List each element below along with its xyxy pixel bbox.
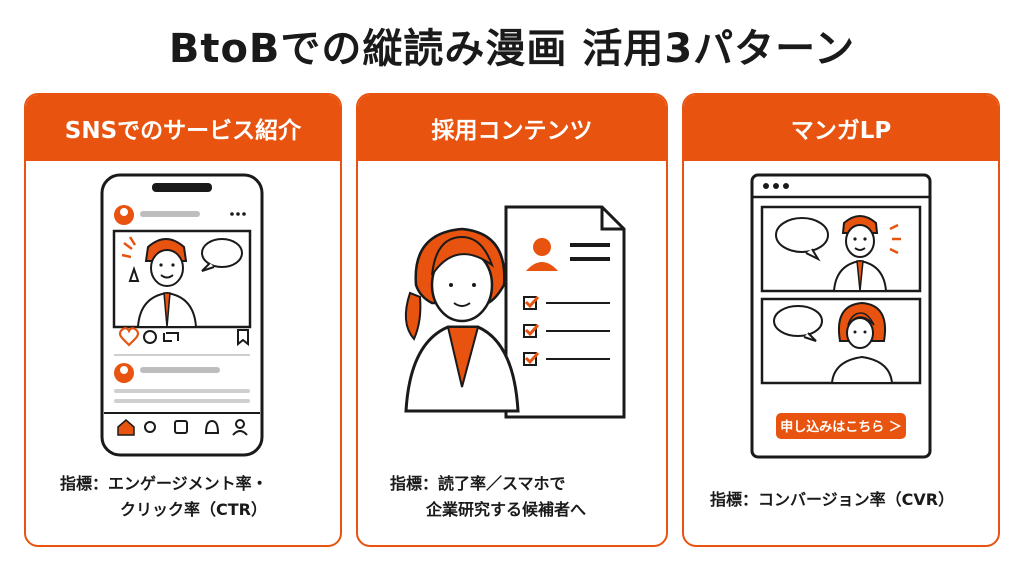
metric-line-2: 企業研究する候補者へ: [426, 500, 587, 519]
profile-icon: [235, 419, 245, 429]
metric-text: 指標：エンゲージメント率・ クリック率（CTR）: [26, 471, 340, 523]
recruit-illustration: [404, 205, 626, 419]
page-title: BtoBでの縦読み漫画 活用3パターン: [168, 26, 856, 72]
smartphone-illustration: [100, 173, 264, 457]
cta-button-label[interactable]: 申し込みはこちら ＞: [780, 419, 902, 435]
browser-illustration: 申し込みはこちら ＞: [750, 173, 932, 459]
person-icon: [533, 238, 551, 256]
comment-icon: [143, 330, 157, 344]
card-header-sns: SNSでのサービス紹介: [26, 95, 340, 161]
home-icon: [117, 419, 135, 436]
card-header-manga-lp: マンガLP: [684, 95, 998, 161]
add-icon: [174, 420, 188, 434]
bookmark-icon: [237, 329, 249, 347]
metric-text: 指標：読了率／スマホで 企業研究する候補者へ: [358, 471, 666, 523]
repost-icon: [163, 332, 179, 342]
metric-line-2: クリック率（CTR）: [120, 500, 267, 519]
metric-line-1: 指標：読了率／スマホで: [390, 474, 566, 493]
checklist: [523, 296, 610, 366]
cta-button: [776, 413, 906, 439]
heart-icon: [118, 327, 140, 347]
card-sns: SNSでのサービス紹介: [24, 93, 342, 547]
metric-line-1: 指標：エンゲージメント率・: [60, 474, 268, 493]
bell-icon: [204, 419, 220, 434]
search-icon: [144, 421, 156, 433]
card-manga-lp: マンガLP 申し込みはこちら ＞ 指標：コンバージョン率（CVR）: [682, 93, 1000, 547]
card-recruit: 採用コンテンツ 指標：読了率／スマホで 企業研究する候補者へ: [356, 93, 668, 547]
card-header-recruit: 採用コンテンツ: [358, 95, 666, 161]
metric-text: 指標：コンバージョン率（CVR）: [684, 487, 998, 513]
metric-line-1: 指標：コンバージョン率（CVR）: [710, 490, 955, 509]
